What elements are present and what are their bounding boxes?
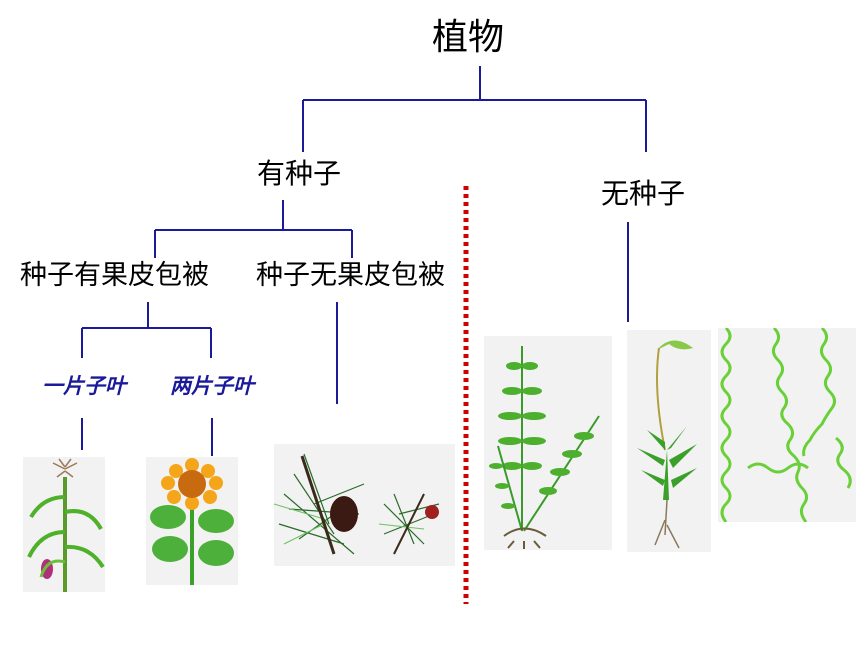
fern-plant-image [484,336,612,550]
dicot-label: 两片子叶 [170,374,254,398]
gymnosperm-label: 种子无果皮包被 [256,260,445,291]
corn-plant-image [23,457,105,592]
root-label: 植物 [432,17,505,58]
pine-branch-image [274,444,455,566]
sunflower-plant-image [146,457,238,585]
angiosperm-label: 种子有果皮包被 [20,260,209,291]
seedless-label: 无种子 [601,177,686,210]
seeded-label: 有种子 [257,157,342,190]
algae-strands-image [718,328,856,522]
moss-plant-image [627,330,711,552]
monocot-label: 一片子叶 [42,374,126,398]
